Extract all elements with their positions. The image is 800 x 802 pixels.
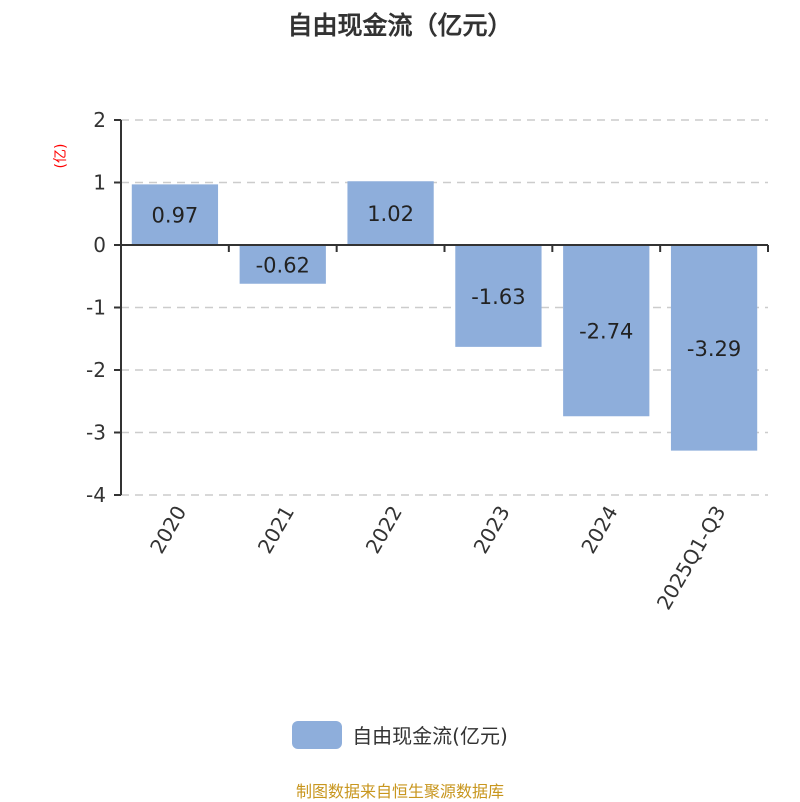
data-label: -2.74 bbox=[579, 320, 633, 344]
y-tick-label: -2 bbox=[86, 358, 106, 382]
data-label: -3.29 bbox=[687, 337, 741, 361]
x-tick-label: 2025Q1-Q3 bbox=[652, 502, 731, 614]
x-tick-label: 2020 bbox=[145, 502, 191, 558]
bar bbox=[347, 181, 434, 245]
y-axis-label: (亿) bbox=[53, 144, 69, 169]
y-tick-label: 1 bbox=[93, 171, 106, 195]
y-tick-label: 0 bbox=[93, 233, 106, 257]
data-label: 0.97 bbox=[152, 204, 199, 228]
bar bbox=[131, 184, 219, 245]
y-tick-label: 2 bbox=[93, 108, 106, 132]
bar bbox=[670, 245, 758, 451]
data-label: -0.62 bbox=[256, 253, 310, 277]
chart-title: 自由现金流（亿元） bbox=[287, 11, 513, 40]
y-tick-label: -4 bbox=[86, 483, 106, 507]
y-tick-label: -1 bbox=[86, 296, 106, 320]
y-tick-label: -3 bbox=[86, 421, 106, 445]
legend-label: 自由现金流(亿元) bbox=[352, 724, 508, 748]
x-tick-label: 2024 bbox=[576, 502, 622, 558]
data-label: -1.63 bbox=[471, 285, 525, 309]
data-label: 1.02 bbox=[367, 202, 414, 226]
x-tick-label: 2023 bbox=[469, 501, 515, 557]
bar bbox=[563, 245, 650, 417]
bar bbox=[455, 245, 542, 347]
x-tick-label: 2022 bbox=[361, 502, 407, 558]
bar bbox=[239, 245, 326, 284]
legend-swatch bbox=[292, 720, 343, 749]
x-tick-label: 2021 bbox=[253, 502, 299, 558]
source-note: 制图数据来自恒生聚源数据库 bbox=[295, 782, 504, 801]
legend[interactable]: 自由现金流(亿元) bbox=[0, 720, 800, 749]
